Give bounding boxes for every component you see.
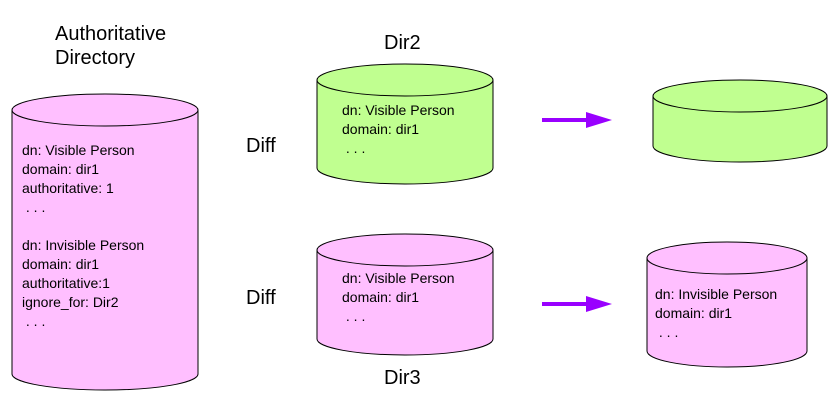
record-line: domain: dir1 [342, 121, 420, 137]
record-line: domain: dir1 [22, 256, 100, 272]
record-line: domain: dir1 [342, 289, 420, 305]
dir2-cylinder [316, 63, 494, 185]
authoritative-title-line1: Authoritative [55, 23, 167, 45]
dir2-record: dn: Visible Person domain: dir1 . . . [342, 101, 455, 158]
record-line: ignore_for: Dir2 [22, 294, 119, 310]
record-line: dn: Visible Person [22, 142, 135, 158]
authoritative-record-1: dn: Visible Person domain: dir1 authorit… [22, 141, 135, 217]
authoritative-record-2: dn: Invisible Person domain: dir1 author… [22, 236, 144, 331]
record-ellipsis: . . . [342, 308, 366, 324]
record-line: authoritative: 1 [22, 180, 114, 196]
arrow-bottom [542, 296, 612, 312]
dir3-record: dn: Visible Person domain: dir1 . . . [342, 269, 455, 326]
record-ellipsis: . . . [655, 324, 679, 340]
result-bottom-cylinder [646, 241, 808, 368]
record-ellipsis: . . . [342, 140, 366, 156]
record-line: authoritative:1 [22, 275, 110, 291]
diff-top-label: Diff [246, 135, 276, 157]
dir3-label: Dir3 [384, 367, 421, 389]
authoritative-directory-cylinder [11, 93, 199, 391]
arrow-top [542, 112, 612, 128]
record-line: domain: dir1 [22, 161, 100, 177]
authoritative-title-line2: Directory [55, 47, 136, 69]
record-line: dn: Invisible Person [22, 237, 145, 253]
record-ellipsis: . . . [22, 199, 46, 215]
result-bottom-record: dn: Invisible Person domain: dir1 . . . [655, 285, 777, 342]
record-line: domain: dir1 [655, 305, 733, 321]
record-line: dn: Invisible Person [655, 286, 778, 302]
dir3-cylinder [316, 233, 494, 356]
result-top-cylinder [652, 79, 828, 163]
record-line: dn: Visible Person [342, 102, 455, 118]
record-ellipsis: . . . [22, 313, 46, 329]
diff-bottom-label: Diff [246, 287, 276, 309]
record-line: dn: Visible Person [342, 270, 455, 286]
authoritative-directory-title: Authoritative Directory [55, 22, 166, 70]
dir2-label: Dir2 [384, 32, 421, 54]
